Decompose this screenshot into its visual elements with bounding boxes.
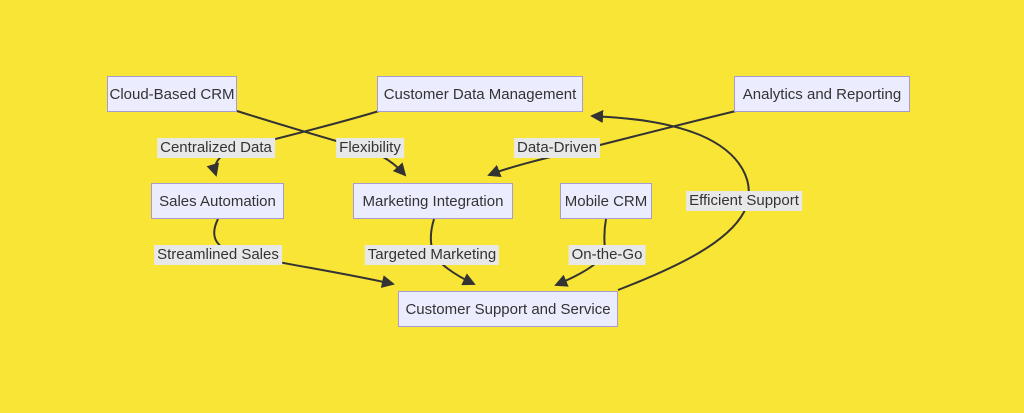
- edge-label-on-the-go: On-the-Go: [568, 245, 646, 265]
- node-mobile-crm-label: Mobile CRM: [564, 192, 648, 210]
- edge-label-data-driven: Data-Driven: [513, 138, 601, 158]
- node-customer-data-management-label: Customer Data Management: [383, 85, 577, 103]
- node-customer-data-management: Customer Data Management: [377, 76, 583, 112]
- node-customer-support-and-service-label: Customer Support and Service: [405, 300, 611, 318]
- node-sales-automation-label: Sales Automation: [159, 192, 276, 210]
- node-marketing-integration: Marketing Integration: [353, 183, 513, 219]
- edge-label-targeted-marketing: Targeted Marketing: [364, 245, 500, 265]
- edge-label-efficient-support: Efficient Support: [686, 191, 802, 211]
- node-analytics-and-reporting-label: Analytics and Reporting: [742, 85, 902, 103]
- node-sales-automation: Sales Automation: [151, 183, 284, 219]
- node-mobile-crm: Mobile CRM: [560, 183, 652, 219]
- edge-label-streamlined-sales: Streamlined Sales: [154, 245, 282, 265]
- node-analytics-and-reporting: Analytics and Reporting: [734, 76, 910, 112]
- node-customer-support-and-service: Customer Support and Service: [398, 291, 618, 327]
- node-cloud-based-crm: Cloud-Based CRM: [107, 76, 237, 112]
- edge-label-centralized-data: Centralized Data: [157, 138, 275, 158]
- node-marketing-integration-label: Marketing Integration: [362, 192, 504, 210]
- node-cloud-based-crm-label: Cloud-Based CRM: [109, 85, 235, 103]
- edge-efficient-support: [590, 110, 750, 291]
- edge-label-flexibility: Flexibility: [336, 138, 404, 158]
